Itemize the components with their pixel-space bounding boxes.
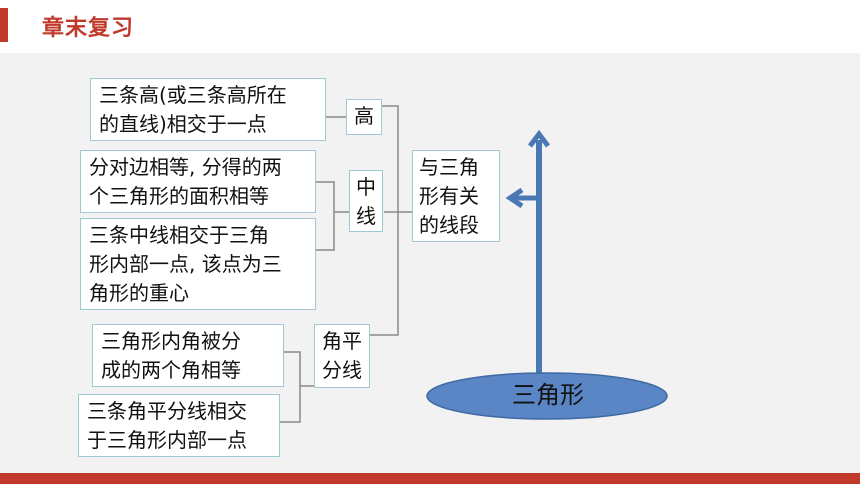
topic-box: 与三角 形有关 的线段	[412, 150, 500, 242]
page-title: 章末复习	[42, 16, 135, 41]
root-label: 三角形	[512, 381, 584, 409]
leaf-box-zhongxian-1: 分对边相等, 分得的两 个三角形的面积相等	[80, 150, 316, 213]
connector-jiaopingfenxian	[280, 351, 314, 423]
branch-label-gao: 高	[346, 99, 382, 135]
leaf-box-jiaopingfenxian-1: 三角形内角被分 成的两个角相等	[92, 324, 284, 387]
pillar	[536, 140, 542, 380]
leaf-box-gao-1: 三条高(或三条高所在 的直线)相交于一点	[90, 78, 326, 141]
footer-accent-bar	[0, 473, 860, 484]
leaf-box-zhongxian-2: 三条中线相交于三角 形内部一点, 该点为三 角形的重心	[80, 218, 316, 310]
root-ellipse	[426, 372, 668, 420]
connector-zhongxian	[316, 181, 349, 251]
pillar-left-arrow-icon	[505, 187, 536, 209]
connector-topic	[368, 105, 412, 336]
header-accent-bar	[0, 8, 8, 42]
branch-label-zhongxian: 中 线	[349, 170, 383, 232]
branch-label-jiaopingfenxian: 角平 分线	[314, 324, 370, 388]
header: 章末复习	[0, 0, 860, 52]
pillar-top-arrow-icon	[528, 129, 550, 148]
leaf-box-jiaopingfenxian-2: 三条角平分线相交 于三角形内部一点	[78, 394, 280, 457]
